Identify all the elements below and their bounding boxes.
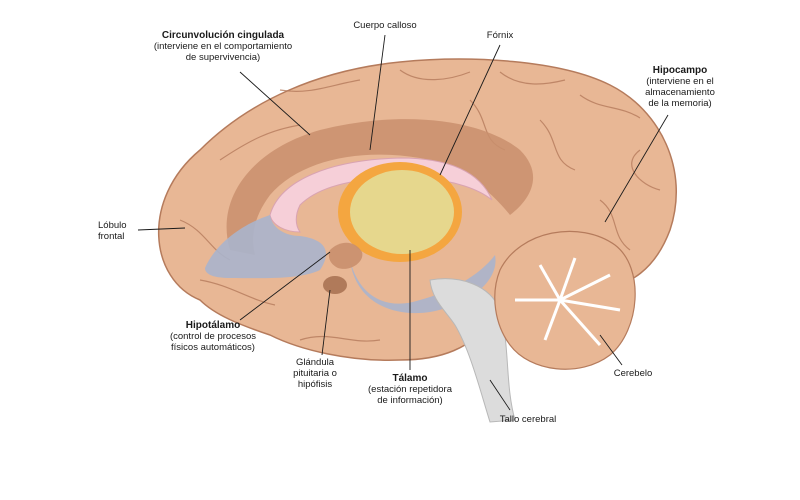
leader-lines (137, 34, 669, 411)
hippocampus-desc-2: almacenamiento (645, 87, 715, 98)
ventricle (205, 215, 326, 279)
cingulate-desc-1: (interviene en el comportamiento (153, 41, 293, 52)
brainstem-title: Tallo cerebral (499, 414, 557, 425)
cerebellum-arbor (515, 257, 621, 346)
label-brainstem: Tallo cerebral (478, 414, 578, 425)
cingulate-gyrus (226, 119, 534, 255)
pituitary-line-2: pituitaria o (293, 368, 337, 379)
hypothalamus-shape (328, 242, 363, 269)
pituitary-line-3: hipófisis (297, 379, 333, 390)
corpus-title: Cuerpo calloso (353, 20, 417, 31)
label-thalamus: Tálamo (estación repetidora de informaci… (355, 373, 465, 406)
label-frontal-lobe: Lóbulo frontal (98, 220, 148, 242)
cingulate-title: Circunvolución cingulada (161, 30, 285, 41)
hippocampus-title: Hipocampo (652, 65, 708, 76)
hypothalamus-desc-1: (control de procesos (169, 331, 257, 342)
fornix-title: Fórnix (486, 30, 514, 41)
label-hippocampus: Hipocampo (interviene en el almacenamien… (625, 65, 735, 109)
label-corpus-callosum: Cuerpo calloso (335, 20, 435, 31)
cerebellum-title: Cerebelo (613, 368, 653, 379)
hippocampus-desc-3: de la memoria) (648, 98, 712, 109)
frontal-line-1: Lóbulo (98, 220, 127, 231)
thalamus-shape (350, 170, 454, 254)
cingulate-desc-2: de supervivencia) (185, 52, 261, 63)
frontal-line-2: frontal (98, 231, 125, 242)
label-fornix: Fórnix (470, 30, 530, 41)
pituitary-line-1: Glándula (295, 357, 335, 368)
hippocampus-desc-1: (interviene en el (646, 76, 714, 87)
thalamus-title: Tálamo (392, 373, 428, 384)
hypothalamus-desc-2: físicos automáticos) (171, 342, 255, 353)
label-cingulate-gyrus: Circunvolución cingulada (interviene en … (128, 30, 318, 63)
thalamus-desc-2: de información) (377, 395, 443, 406)
label-cerebellum: Cerebelo (598, 368, 668, 379)
hypothalamus-title: Hipotálamo (185, 320, 241, 331)
thalamus-desc-1: (estación repetidora (368, 384, 452, 395)
label-hypothalamus: Hipotálamo (control de procesos físicos … (148, 320, 278, 353)
pituitary-shape (323, 276, 347, 294)
label-pituitary: Glándula pituitaria o hipófisis (280, 357, 350, 390)
